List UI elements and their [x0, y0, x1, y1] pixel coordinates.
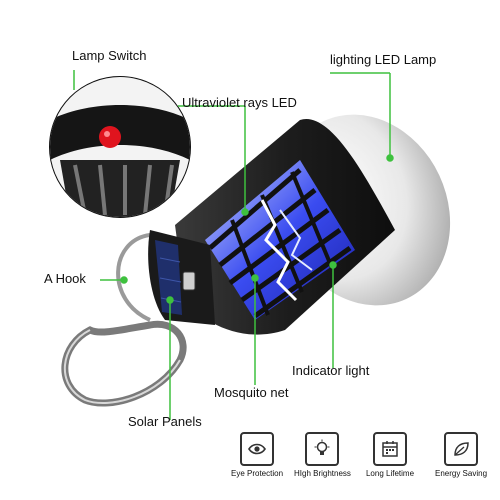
switch-magnifier	[49, 76, 191, 218]
label-solar: Solar Panels	[128, 414, 202, 429]
label-uv-led: Ultraviolet rays LED	[182, 95, 297, 110]
label-lamp-switch: Lamp Switch	[72, 48, 147, 63]
feature-label: HIgh Brightness	[294, 469, 351, 478]
eye-icon	[240, 432, 274, 466]
calendar-icon	[373, 432, 407, 466]
feature-energy-saving: Energy Saving	[433, 432, 489, 478]
cage-body	[148, 118, 395, 335]
feature-eye-protection: Eye Protection	[229, 432, 285, 478]
feature-high-brightness: HIgh Brightness	[294, 432, 351, 478]
bulb-icon	[305, 432, 339, 466]
feature-long-lifetime: Long Lifetime	[362, 432, 418, 478]
feature-label: Long Lifetime	[365, 469, 415, 478]
label-hook: A Hook	[44, 271, 86, 286]
feature-label: Eye Protection	[230, 469, 284, 478]
feature-label: Energy Saving	[434, 469, 488, 478]
switch-red-button	[99, 126, 121, 148]
pointer-lines	[73, 70, 394, 420]
label-lighting-led: lighting LED Lamp	[330, 52, 437, 67]
label-mosquito-net: Mosquito net	[214, 385, 289, 400]
leaf-icon	[444, 432, 478, 466]
label-indicator: Indicator light	[292, 363, 370, 378]
